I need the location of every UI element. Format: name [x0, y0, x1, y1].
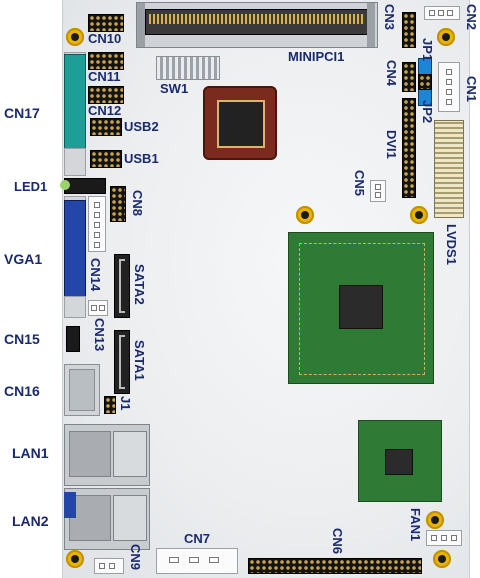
sata2-connector: [114, 254, 130, 318]
label-cn9: CN9: [128, 544, 143, 573]
vga1-bracket-bottom: [64, 296, 86, 318]
mounting-hole: [410, 206, 428, 224]
mounting-hole: [296, 206, 314, 224]
label-dvi1-text: DVI1: [384, 130, 399, 159]
label-cn13: CN13: [92, 318, 107, 354]
mounting-hole: [66, 550, 84, 568]
label-lan2: LAN2: [12, 513, 49, 529]
label-jp2-text: JP2: [420, 100, 435, 124]
j1-header: [104, 396, 116, 414]
label-cn5-text: CN5: [352, 170, 367, 197]
label-cn15: CN15: [4, 331, 40, 347]
cn13-connector: [88, 300, 108, 316]
sata1-connector: [114, 330, 130, 394]
label-dvi1: DVI1: [384, 130, 399, 162]
label-cn1: CN1: [464, 76, 479, 105]
label-cn4: CN4: [384, 60, 399, 89]
label-sata2-text: SATA2: [132, 264, 147, 305]
cn12-header: [88, 86, 124, 104]
label-cn6-text: CN6: [330, 528, 345, 555]
label-minipci1: MINIPCI1: [288, 49, 345, 64]
label-cn4-text: CN4: [384, 60, 399, 87]
led1-indicator: [60, 180, 70, 190]
label-usb1: USB1: [124, 151, 159, 166]
label-jp2: JP2: [420, 100, 435, 126]
mounting-hole: [66, 28, 84, 46]
label-cn3: CN3: [382, 4, 397, 33]
label-lan1: LAN1: [12, 445, 49, 461]
label-cn6: CN6: [330, 528, 345, 557]
label-sata1-text: SATA1: [132, 340, 147, 381]
label-cn11: CN11: [88, 69, 121, 84]
label-sw1: SW1: [160, 81, 189, 96]
cn1-connector: [438, 62, 460, 112]
label-cn17: CN17: [4, 105, 40, 121]
label-sata2: SATA2: [132, 264, 147, 308]
cn9-connector: [94, 558, 124, 574]
fan1-connector: [426, 530, 462, 546]
bios-socket: [203, 86, 277, 160]
mounting-hole: [437, 28, 455, 46]
cn10-header: [88, 14, 124, 32]
cpu-package: [288, 232, 434, 384]
label-lvds1: LVDS1: [444, 224, 459, 268]
cn3-header: [402, 12, 416, 48]
label-cn14-text: CN14: [88, 258, 103, 292]
usb2-header: [90, 118, 122, 136]
cn16-connector: [64, 364, 100, 416]
jp-pins: [418, 74, 432, 90]
label-cn8-text: CN8: [130, 190, 145, 217]
label-cn7: CN7: [184, 531, 211, 546]
cn17-bracket-bottom: [64, 148, 86, 176]
cn8-header: [110, 186, 126, 222]
usb1-header: [90, 150, 122, 168]
label-sata1: SATA1: [132, 340, 147, 384]
led1-body: [64, 178, 106, 194]
cn11-header: [88, 52, 124, 70]
label-usb2: USB2: [124, 119, 159, 134]
label-lvds1-text: LVDS1: [444, 224, 459, 265]
minipci-slot: [136, 2, 378, 48]
label-jp1: JP1: [420, 38, 435, 64]
label-cn1-text: CN1: [464, 76, 479, 103]
label-led1: LED1: [14, 179, 48, 194]
label-j1: J1: [118, 396, 133, 413]
label-cn2: CN2: [464, 4, 479, 33]
chipset-package: [358, 420, 442, 502]
label-cn14: CN14: [88, 258, 103, 294]
cn2-connector: [424, 6, 460, 20]
sw1-dip-switch: [156, 56, 220, 80]
lan2-indicator: [64, 492, 76, 518]
label-cn9-text: CN9: [128, 544, 143, 571]
cn15-connector: [66, 326, 80, 352]
label-cn2-text: CN2: [464, 4, 479, 31]
lan1-port: [64, 424, 150, 486]
label-cn10: CN10: [88, 31, 122, 46]
label-cn8: CN8: [130, 190, 145, 219]
label-cn12: CN12: [88, 103, 122, 118]
cn4-header: [402, 62, 416, 92]
lan2-port: [64, 488, 150, 550]
label-cn3-text: CN3: [382, 4, 397, 31]
label-cn13-text: CN13: [92, 318, 107, 352]
lvds1-connector: [434, 120, 464, 218]
mounting-hole: [433, 550, 451, 568]
cn6-header: [248, 558, 422, 574]
label-vga1: VGA1: [4, 251, 43, 267]
label-cn5: CN5: [352, 170, 367, 199]
cn14-connector: [88, 196, 106, 252]
label-fan1-text: FAN1: [408, 508, 423, 542]
mounting-hole: [426, 511, 444, 529]
cn7-power-connector: [156, 548, 238, 574]
label-cn16: CN16: [4, 383, 40, 399]
label-fan1: FAN1: [408, 508, 423, 544]
label-jp1-text: JP1: [420, 38, 435, 62]
dvi1-header: [402, 98, 416, 198]
cn5-connector: [370, 180, 386, 202]
label-j1-text: J1: [118, 396, 133, 411]
